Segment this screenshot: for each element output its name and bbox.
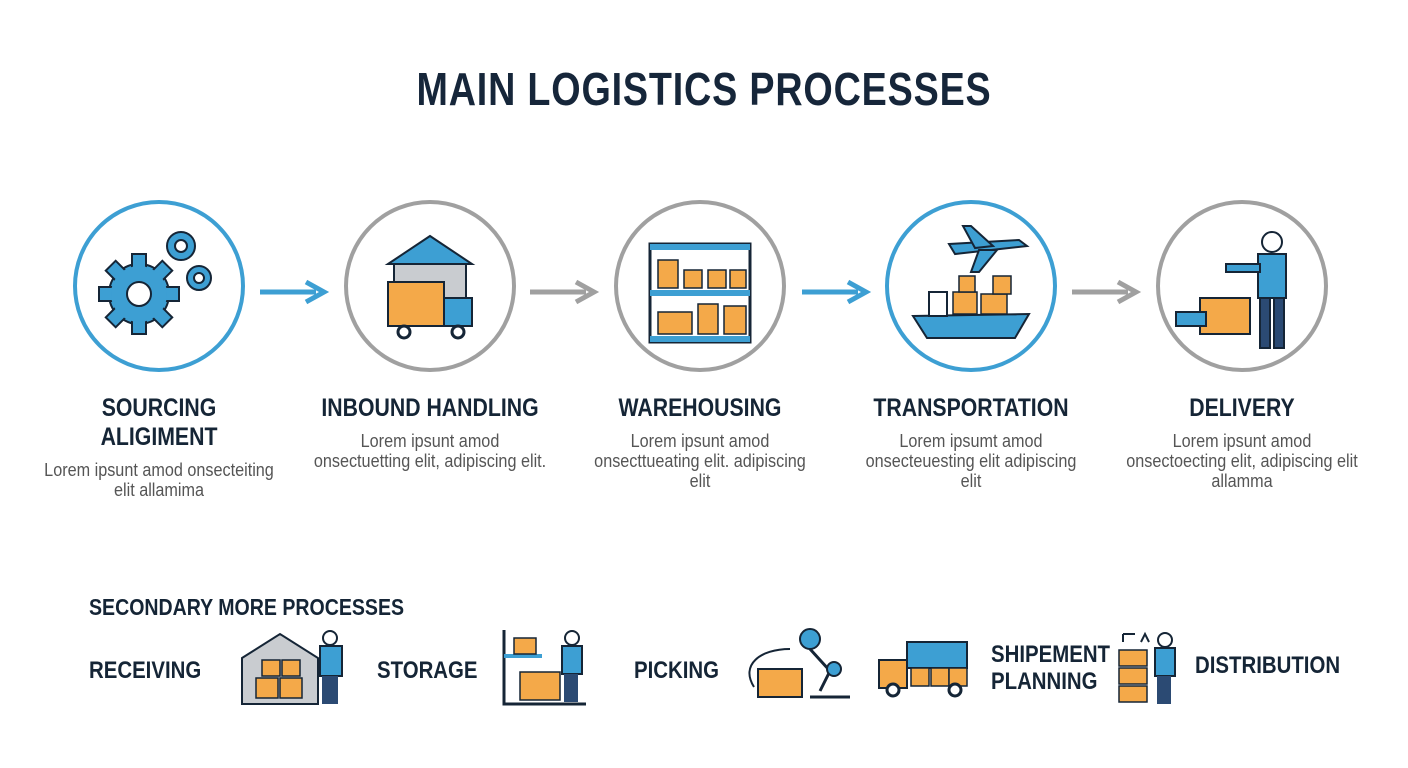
secondary-label: DISTRIBUTION — [1195, 652, 1341, 679]
arrow-right-icon — [530, 279, 600, 305]
robot-arm-icon — [748, 628, 850, 699]
step-title: SOURCING ALIGIMENT — [100, 394, 218, 451]
page-title: MAIN LOGISTICS PROCESSES — [416, 63, 992, 115]
step-sourcing: SOURCING ALIGIMENT Lorem ipsunt amod ons… — [29, 200, 289, 500]
arrow-right-icon — [260, 279, 330, 305]
shelf-worker-icon — [502, 630, 586, 706]
delivery-person-icon — [1175, 231, 1287, 349]
step-delivery: DELIVERY Lorem ipsunt amod onsectoecting… — [1112, 200, 1372, 491]
step-title: TRANSPORTATION — [873, 394, 1069, 422]
secondary-label: RECEIVING — [89, 657, 202, 684]
secondary-label: SHIPEMENT PLANNING — [991, 641, 1111, 695]
arrow-right-icon — [1072, 279, 1142, 305]
step-circle — [344, 200, 516, 372]
step-title: INBOUND HANDLING — [321, 394, 539, 422]
arrow-right-icon — [802, 279, 872, 305]
shelves-icon — [648, 242, 752, 344]
step-circle — [885, 200, 1057, 372]
step-title: WAREHOUSING — [618, 394, 782, 422]
plane-ship-icon — [911, 225, 1031, 339]
step-circle — [1156, 200, 1328, 372]
step-description: Lorem ipsumt amod onsecteuesting elit ad… — [865, 431, 1077, 491]
step-description: Lorem ipsunt amod onsecttueating elit. a… — [594, 431, 806, 491]
step-inbound: INBOUND HANDLING Lorem ipsunt amod onsec… — [300, 200, 560, 471]
step-warehousing: WAREHOUSING Lorem ipsunt amod onsecttuea… — [570, 200, 830, 491]
secondary-label: PICKING — [634, 657, 720, 684]
step-transportation: TRANSPORTATION Lorem ipsumt amod onsecte… — [841, 200, 1101, 491]
secondary-label-text: SHIPEMENT PLANNING — [991, 641, 1111, 695]
step-description: Lorem ipsunt amod onsectuetting elit, ad… — [313, 431, 547, 471]
warehouse-worker-icon — [241, 630, 343, 705]
step-circle — [73, 200, 245, 372]
step-description: Lorem ipsunt amod onsectoecting elit, ad… — [1126, 431, 1358, 491]
truck-icon — [878, 641, 968, 698]
stacked-boxes-worker-icon — [1118, 631, 1176, 704]
step-title: DELIVERY — [1189, 394, 1295, 422]
secondary-label: STORAGE — [377, 657, 478, 684]
gears-icon — [98, 231, 212, 335]
step-circle — [614, 200, 786, 372]
secondary-heading: SECONDARY MORE PROCESSES — [89, 594, 405, 620]
truck-warehouse-icon — [384, 234, 476, 340]
step-description: Lorem ipsunt amod onsecteiting elit alla… — [44, 460, 274, 500]
